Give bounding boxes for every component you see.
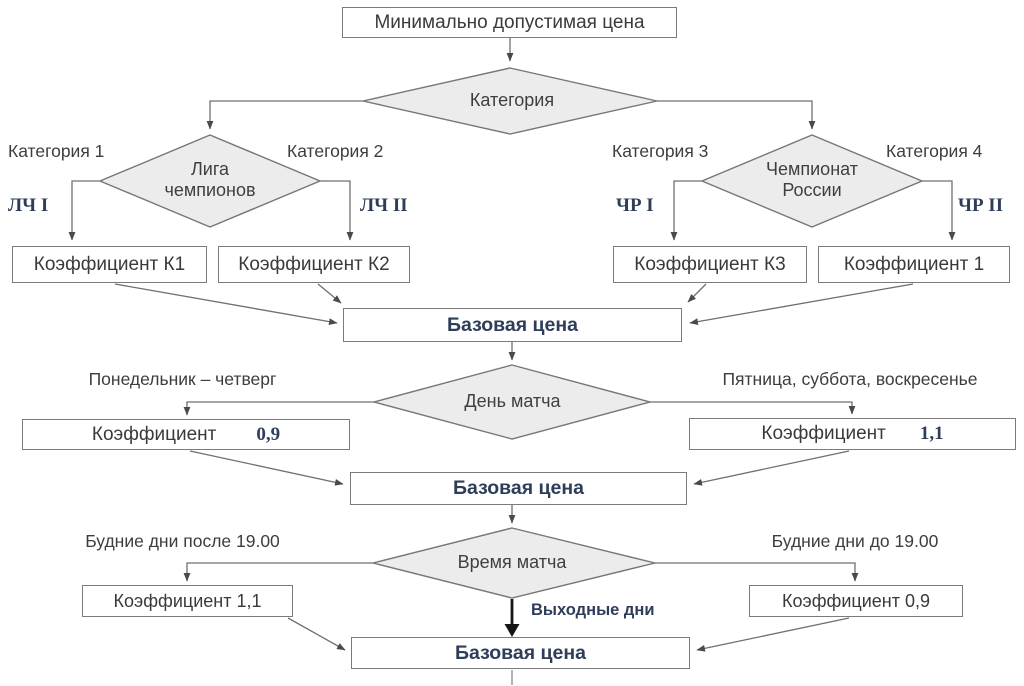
- box-coef-one: Коэффициент 1: [818, 246, 1010, 283]
- decision-match-day-label: День матча: [464, 391, 561, 411]
- decision-russia-championship-label: Чемпионат России: [766, 159, 858, 201]
- decision-russia-championship-shape: [700, 134, 924, 228]
- decision-match-time-shape: [372, 527, 656, 599]
- label-lc-2: ЛЧ II: [360, 195, 408, 216]
- box-coef-k1: Коэффициент К1: [12, 246, 207, 283]
- label-weekdays-after: Будние дни после 19.00: [85, 531, 280, 551]
- box-coef-day-low: Коэффициент 0,9: [22, 419, 350, 450]
- label-category-1: Категория 1: [8, 141, 105, 161]
- label-lc-1: ЛЧ I: [8, 195, 49, 216]
- decision-category-label: Категория: [469, 90, 555, 110]
- label-fri-sun: Пятница, суббота, воскресенье: [722, 369, 978, 389]
- coef-day-high-label: Коэффициент: [761, 423, 886, 444]
- node-base-price-2: Базовая цена: [350, 472, 687, 505]
- label-weekdays-before: Будние дни до 19.00: [771, 531, 939, 551]
- node-base-price-3: Базовая цена: [351, 637, 690, 669]
- box-coef-day-high: Коэффициент 1,1: [689, 418, 1016, 450]
- decision-champions-league-shape: [98, 134, 322, 228]
- label-category-2: Категория 2: [287, 141, 384, 161]
- decision-match-time-label: Время матча: [457, 552, 567, 572]
- label-cr-2: ЧР II: [958, 195, 1004, 216]
- box-coef-time-high: Коэффициент 1,1: [82, 585, 293, 617]
- node-min-price: Минимально допустимая цена: [342, 7, 677, 38]
- coef-day-low-label: Коэффициент: [91, 423, 217, 445]
- coef-day-high-value: 1,1: [919, 423, 944, 444]
- decision-match-day-shape: [371, 364, 653, 440]
- label-mon-thu: Понедельник – четверг: [88, 369, 277, 389]
- label-category-4: Категория 4: [886, 141, 983, 161]
- decision-champions-league-label: Лига чемпионов: [164, 159, 256, 201]
- label-weekends: Выходные дни: [531, 601, 655, 619]
- decision-category-shape: [362, 67, 658, 135]
- box-coef-k3: Коэффициент К3: [613, 246, 807, 283]
- box-coef-time-low: Коэффициент 0,9: [749, 585, 963, 617]
- label-category-3: Категория 3: [612, 141, 709, 161]
- box-coef-k2: Коэффициент К2: [218, 246, 410, 283]
- node-base-price-1: Базовая цена: [343, 308, 682, 342]
- weekends-arrowhead: [504, 624, 520, 637]
- coef-day-low-value: 0,9: [256, 423, 281, 445]
- label-cr-1: ЧР I: [616, 195, 654, 216]
